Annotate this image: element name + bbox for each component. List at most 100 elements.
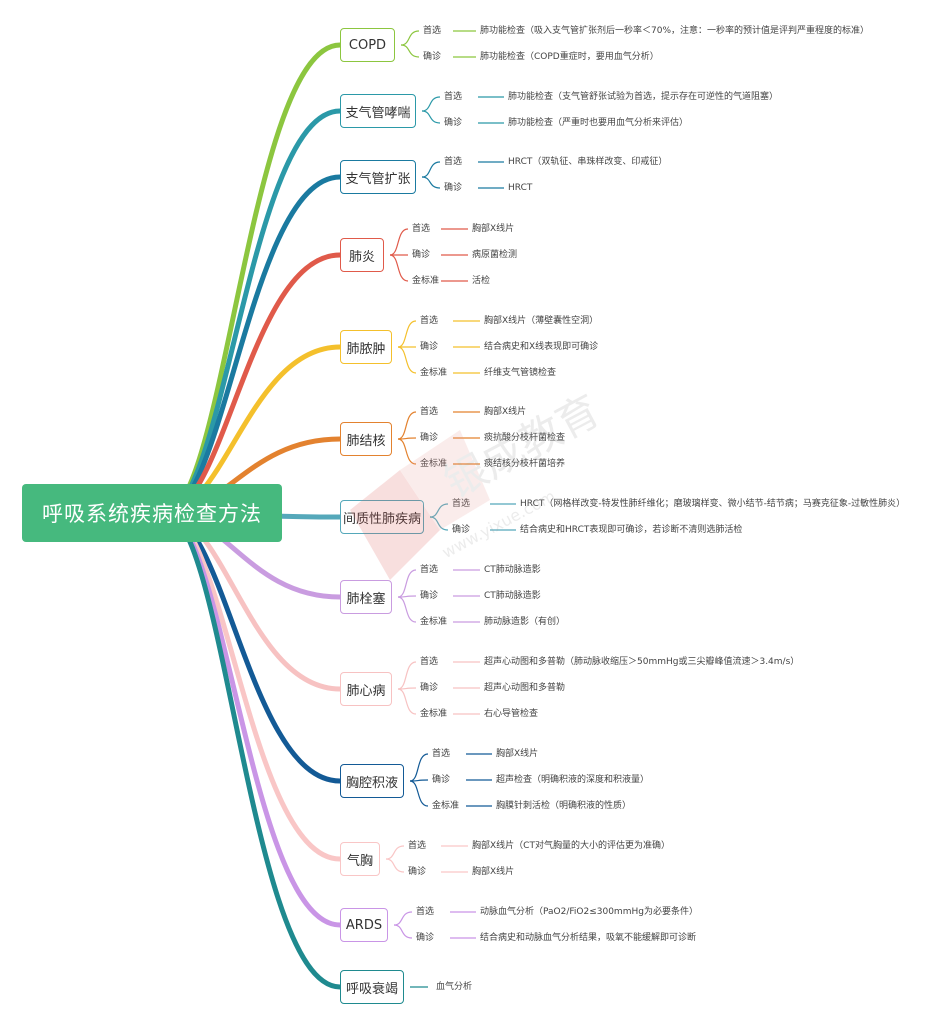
connector-6-3 — [397, 438, 417, 465]
connector-4-3 — [389, 254, 409, 282]
item-label: 确诊 — [420, 433, 439, 443]
item-label: 首选 — [444, 92, 463, 102]
item-label: 首选 — [416, 907, 435, 917]
topic-2[interactable]: 支气管哮喘 — [340, 94, 416, 128]
connector-3-2 — [421, 176, 441, 189]
item-label: 确诊 — [452, 525, 471, 535]
item-value: 肺功能检查（COPD重症时，要用血气分析） — [480, 52, 659, 62]
item-label: 首选 — [444, 157, 463, 167]
item-value: 胸膜针刺活检（明确积液的性质） — [496, 801, 632, 811]
item-label: 确诊 — [420, 683, 439, 693]
item-value: 病原菌检测 — [472, 250, 518, 260]
connector-6-1 — [397, 411, 417, 440]
item-label: 首选 — [420, 316, 439, 326]
item-label: 确诊 — [444, 183, 463, 193]
connector-12-1 — [393, 911, 413, 926]
topic-13[interactable]: 呼吸衰竭 — [340, 970, 404, 1004]
item-label: 金标准 — [420, 459, 448, 469]
connector-11-2 — [385, 858, 405, 873]
connector-11-1 — [385, 845, 405, 860]
topic-11[interactable]: 气胸 — [340, 842, 380, 876]
topic-9[interactable]: 肺心病 — [340, 672, 392, 706]
topic-1[interactable]: COPD — [340, 28, 395, 62]
branch-4 — [162, 252, 343, 516]
topic-8[interactable]: 肺栓塞 — [340, 580, 392, 614]
connector-10-1 — [409, 753, 429, 782]
connector-4-1 — [389, 228, 409, 256]
item-value: HRCT（双轨征、串珠样改变、印戒征） — [508, 157, 668, 167]
item-value: 肺功能检查（吸入支气管扩张剂后一秒率＜70%，注意：一秒率的预计值是评判严重程度… — [480, 26, 870, 36]
item-value: 结合病史和X线表现即可确诊 — [484, 342, 599, 352]
topic-7[interactable]: 间质性肺疾病 — [340, 500, 424, 534]
connector-10-3 — [409, 780, 429, 807]
item-label: 确诊 — [444, 118, 463, 128]
connector-3-1 — [421, 161, 441, 178]
item-label: 首选 — [420, 407, 439, 417]
connector-2-1 — [421, 96, 441, 112]
item-label: 首选 — [432, 749, 451, 759]
item-label: 金标准 — [420, 709, 448, 719]
item-label: 确诊 — [423, 52, 442, 62]
item-value: CT肺动脉造影 — [484, 591, 541, 601]
item-label: 金标准 — [420, 617, 448, 627]
item-value: 痰抗酸分枝杆菌检查 — [484, 433, 566, 443]
item-value: CT肺动脉造影 — [484, 565, 541, 575]
item-label: 金标准 — [412, 276, 440, 286]
item-label: 确诊 — [420, 342, 439, 352]
item-label: 确诊 — [412, 250, 431, 260]
topic-10[interactable]: 胸腔积液 — [340, 764, 404, 798]
item-value: 胸部X线片（薄壁囊性空洞） — [484, 316, 599, 326]
topic-4[interactable]: 肺炎 — [340, 238, 384, 272]
item-label: 首选 — [420, 657, 439, 667]
item-value: 右心导管检查 — [484, 709, 539, 719]
connector-5-3 — [397, 346, 417, 374]
item-label: 确诊 — [408, 867, 427, 877]
item-label: 首选 — [420, 565, 439, 575]
item-label: 确诊 — [432, 775, 451, 785]
item-label: 确诊 — [416, 933, 435, 943]
item-label: 首选 — [408, 841, 427, 851]
connector-9-1 — [397, 661, 417, 690]
connector-7-2 — [429, 516, 449, 531]
item-value: 肺功能检查（支气管舒张试验为首选，提示存在可逆性的气道阻塞） — [508, 92, 779, 102]
connector-8-3 — [397, 596, 417, 623]
item-value: 痰结核分枝杆菌培养 — [484, 459, 566, 469]
item-label: 首选 — [452, 499, 471, 509]
branch-13 — [162, 510, 343, 990]
item-value: 纤维支气管镜检查 — [484, 368, 557, 378]
item-label: 金标准 — [432, 801, 460, 811]
item-value: 结合病史和动脉血气分析结果，吸氧不能缓解即可诊断 — [480, 933, 697, 943]
item-value: HRCT（网格样改变-特发性肺纤维化；磨玻璃样变、微小结节-结节病；马赛克征象-… — [520, 499, 906, 509]
item-value: HRCT — [508, 183, 533, 193]
item-label: 金标准 — [420, 368, 448, 378]
branch-10 — [162, 510, 343, 784]
item-value: 超声心动图和多普勒 — [484, 683, 566, 693]
topic-5[interactable]: 肺脓肿 — [340, 330, 392, 364]
topic-6[interactable]: 肺结核 — [340, 422, 392, 456]
item-label: 首选 — [423, 26, 442, 36]
item-label: 确诊 — [420, 591, 439, 601]
connector-12-2 — [393, 924, 413, 939]
item-value: 肺功能检查（严重时也要用血气分析来评估） — [508, 118, 689, 128]
item-value: 胸部X线片 — [472, 224, 515, 234]
connector-1-2 — [400, 44, 420, 58]
connector-8-1 — [397, 569, 417, 598]
connector-5-1 — [397, 320, 417, 348]
item-value: 肺动脉造影（有创） — [484, 617, 566, 627]
topic-12[interactable]: ARDS — [340, 908, 388, 942]
connector-7-1 — [429, 503, 449, 518]
item-value: 胸部X线片 — [496, 749, 539, 759]
item-value: 超声心动图和多普勒（肺动脉收缩压＞50mmHg或三尖瓣峰值流速＞3.4m/s） — [484, 657, 800, 667]
item-label: 首选 — [412, 224, 431, 234]
item-value: 胸部X线片（CT对气胸量的大小的评估更为准确） — [472, 841, 670, 851]
item-value: 血气分析 — [436, 982, 473, 992]
connector-2-2 — [421, 110, 441, 124]
item-value: 胸部X线片 — [484, 407, 527, 417]
item-value: 超声检查（明确积液的深度和积液量） — [496, 775, 650, 785]
connector-9-3 — [397, 688, 417, 715]
item-value: 动脉血气分析（PaO2/FiO2≤300mmHg为必要条件） — [480, 907, 698, 917]
root-topic[interactable]: 呼吸系统疾病检查方法 — [22, 484, 282, 542]
topic-3[interactable]: 支气管扩张 — [340, 160, 416, 194]
item-value: 活检 — [472, 276, 491, 286]
connector-1-1 — [400, 30, 420, 46]
